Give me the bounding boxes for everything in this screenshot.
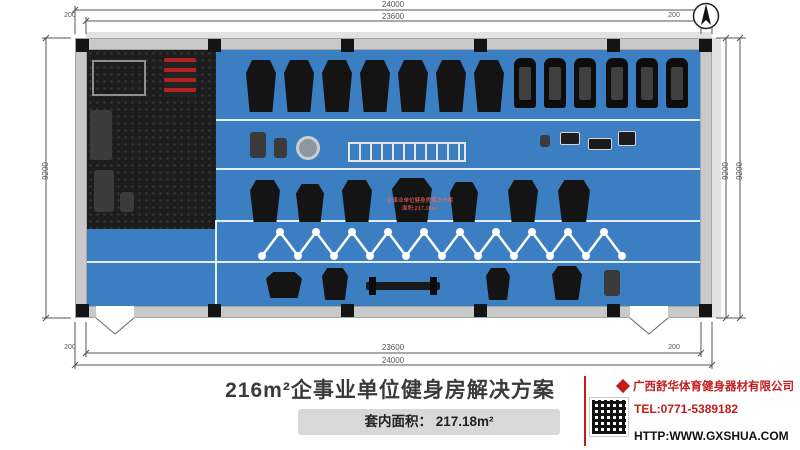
strength-machine-icon	[392, 178, 432, 222]
dim-offset-bottom-right: 200	[668, 344, 680, 351]
power-rack-icon	[92, 60, 146, 96]
column	[208, 39, 221, 52]
wall-left	[75, 38, 87, 318]
strength-machine-icon	[250, 180, 280, 222]
mat-icon	[560, 132, 580, 145]
treadmill-icon	[666, 58, 688, 108]
column	[341, 304, 354, 317]
inner-area-badge: 套内面积： 217.18m²	[298, 409, 560, 435]
treadmill-icon	[544, 58, 566, 108]
stepper-icon	[250, 132, 266, 158]
column	[699, 39, 712, 52]
strength-machine-icon	[436, 60, 466, 112]
weight-bench-icon	[120, 192, 134, 212]
dim-right-height-outer: 9200	[735, 162, 744, 180]
strength-machine-icon	[296, 184, 324, 222]
strength-machine-icon	[322, 60, 352, 112]
inner-area-value: 217.18m²	[435, 414, 494, 429]
strength-machine-icon	[322, 268, 348, 300]
dim-top-inner: 23600	[381, 12, 405, 21]
treadmill-icon	[514, 58, 536, 108]
strength-machine-icon	[284, 60, 314, 112]
company-name: 广西舒华体育健身器材有限公司	[633, 381, 794, 393]
strength-machine-icon	[508, 180, 538, 222]
bench-icon	[266, 272, 302, 298]
kettlebell-icon	[540, 135, 550, 147]
dim-offset-top-right: 200	[668, 12, 680, 19]
wall-right	[700, 38, 712, 318]
company-phone: TEL:0771-5389182	[634, 402, 739, 416]
training-ring-icon	[296, 136, 320, 160]
treadmill-icon	[636, 58, 658, 108]
strength-machine-icon	[342, 180, 372, 222]
lane-line	[87, 261, 700, 263]
dim-bottom-inner: 23600	[381, 343, 405, 352]
column	[474, 304, 487, 317]
plan-center-label-line2: 面积:217.18m²	[402, 205, 438, 212]
plan-center-label-line1: 企事业单位健身房解决方案	[386, 198, 453, 204]
roof-overhang	[86, 32, 712, 39]
dim-right-height-inner: 9200	[721, 162, 730, 180]
lane-line	[215, 220, 217, 306]
plan-center-label: 企事业单位健身房解决方案 面积:217.18m²	[365, 198, 475, 213]
strength-machine-icon	[246, 60, 276, 112]
strength-machine-icon	[558, 180, 590, 222]
qr-code-icon	[589, 397, 629, 437]
wall-top	[75, 38, 712, 50]
strength-machine-icon	[486, 268, 510, 300]
footer-divider	[584, 376, 586, 446]
door-opening	[630, 306, 668, 318]
dim-top-outer: 24000	[381, 0, 405, 9]
column	[76, 39, 89, 52]
door-opening	[96, 306, 134, 318]
dim-offset-top-left: 200	[64, 12, 76, 19]
treadmill-icon	[606, 58, 628, 108]
column	[474, 39, 487, 52]
column	[699, 304, 712, 317]
stepper-icon	[274, 138, 287, 158]
strength-machine-icon	[398, 60, 428, 112]
mat-icon	[588, 138, 612, 150]
equipment-icon	[604, 270, 620, 296]
dim-offset-bottom-left: 200	[64, 344, 76, 351]
agility-ladder-icon	[348, 142, 466, 162]
dim-bottom-outer: 24000	[381, 356, 405, 365]
strength-machine-icon	[360, 60, 390, 112]
strength-machine-icon	[552, 266, 582, 300]
lane-line	[216, 168, 700, 170]
barbell-rack-icon	[366, 277, 440, 295]
dumbbell-rack-icon	[164, 58, 196, 96]
weight-machine-icon	[90, 110, 112, 160]
column	[76, 304, 89, 317]
column	[607, 304, 620, 317]
column	[341, 39, 354, 52]
dim-left-height: 9200	[41, 162, 50, 180]
lane-line	[216, 119, 700, 121]
column	[208, 304, 221, 317]
company-website: HTTP:WWW.GXSHUA.COM	[634, 429, 789, 443]
wall-bottom	[75, 306, 712, 318]
page-title: 216m²企事业单位健身房解决方案	[225, 379, 555, 402]
column	[607, 39, 620, 52]
strength-machine-icon	[474, 60, 504, 112]
inner-area-label: 套内面积：	[364, 414, 432, 429]
strength-machine-icon	[450, 182, 478, 222]
mat-icon	[618, 131, 636, 146]
treadmill-icon	[574, 58, 596, 108]
weight-machine-icon	[94, 170, 114, 212]
